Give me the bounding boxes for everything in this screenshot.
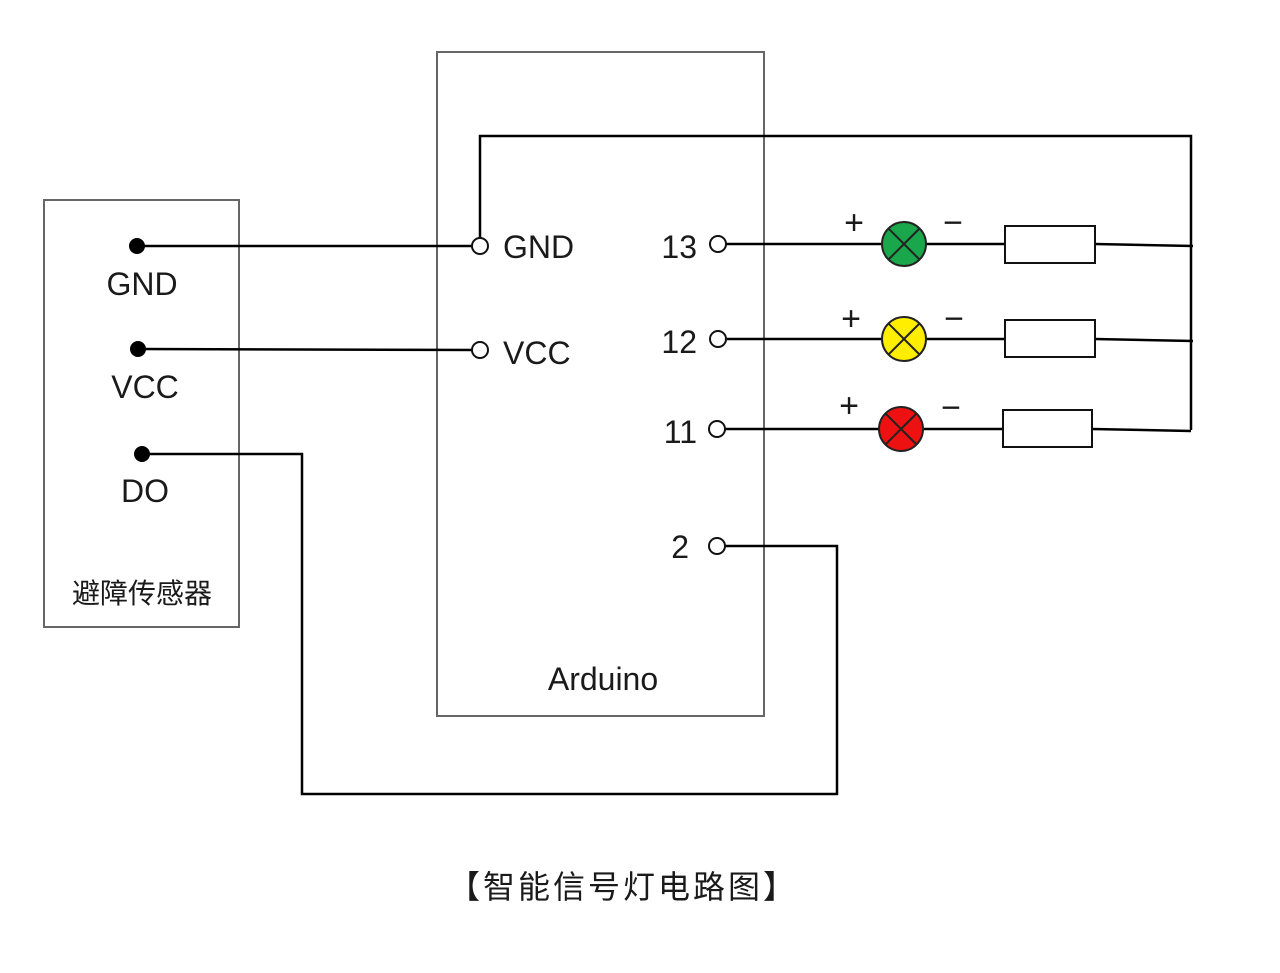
wire-do	[142, 452, 839, 796]
wire-gnd-rail	[478, 134, 1193, 430]
sensor-pin-gnd-label: GND	[106, 266, 177, 302]
arduino-terminal-vcc	[471, 341, 489, 359]
sensor-pin-vcc-label: VCC	[111, 369, 179, 405]
arduino-terminal-gnd	[471, 237, 489, 255]
led-12-plus-sign: +	[841, 300, 861, 338]
wire-vcc	[137, 347, 481, 352]
arduino-box	[436, 51, 765, 717]
arduino-terminal-2	[708, 537, 726, 555]
diagram-caption: 【智能信号灯电路图】	[448, 868, 798, 906]
resistor-11	[1002, 409, 1093, 448]
wire-12-rail	[1094, 337, 1194, 343]
led-13-cross-b	[887, 227, 921, 261]
wires	[137, 134, 1194, 796]
arduino-terminals	[471, 235, 727, 555]
led-11-minus-sign: −	[941, 389, 961, 427]
arduino-pin-gnd-label: GND	[503, 229, 574, 265]
led-12-cross-b	[887, 322, 921, 356]
led-11-cross-b	[884, 412, 918, 446]
led-12-minus-sign: −	[944, 300, 964, 338]
resistor-12	[1004, 319, 1096, 358]
wire-11-rail	[1091, 427, 1192, 433]
arduino-pin-11-label: 11	[664, 414, 697, 450]
arduino-pin-13-label: 13	[661, 229, 697, 265]
arduino-board: Arduino GND VCC 13 12 11 2	[436, 51, 765, 717]
led-13-plus-sign: +	[844, 204, 864, 242]
resistor-13	[1004, 225, 1096, 264]
sensor-module: GND VCC DO 避障传感器	[43, 199, 240, 628]
arduino-terminal-12	[709, 330, 727, 348]
sensor-name: 避障传感器	[72, 577, 212, 610]
arduino-pin-vcc-label: VCC	[503, 335, 571, 371]
arduino-terminal-11	[708, 420, 726, 438]
arduino-terminal-13	[709, 235, 727, 253]
resistors	[1002, 225, 1096, 448]
sensor-pin-do-label: DO	[121, 473, 169, 509]
arduino-pin-2-label: 2	[671, 529, 689, 565]
led-11-plus-sign: +	[839, 387, 859, 425]
wire-13-rail	[1094, 242, 1194, 248]
led-13: + −	[844, 204, 963, 267]
sensor-box	[43, 199, 240, 628]
led-12: + −	[841, 300, 964, 362]
arduino-pin-12-label: 12	[661, 324, 697, 360]
led-11: + −	[839, 387, 961, 452]
led-13-minus-sign: −	[943, 204, 963, 242]
arduino-name: Arduino	[548, 661, 658, 697]
